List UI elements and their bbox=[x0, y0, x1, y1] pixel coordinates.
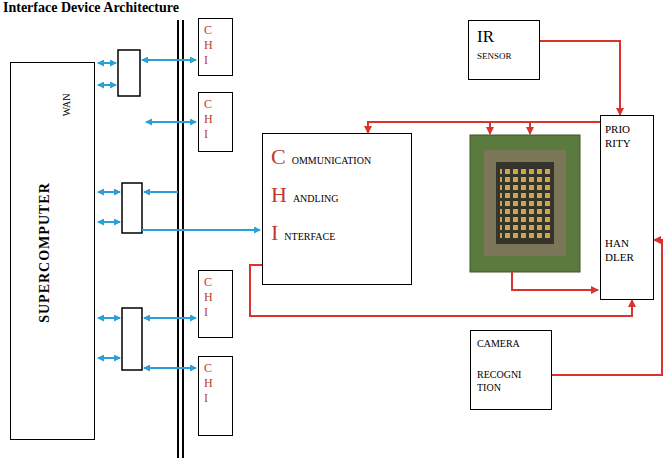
node-title: SUPERCOMPUTER bbox=[36, 63, 52, 441]
node-label: C H I bbox=[204, 23, 216, 68]
initial-letter: C bbox=[271, 144, 286, 170]
chi-box: C H I bbox=[198, 356, 233, 436]
label-text: NTERFACE bbox=[284, 231, 335, 242]
label-row: H ANDLING bbox=[271, 182, 411, 208]
chi-box: C H I bbox=[198, 270, 233, 338]
priority-handler-box: PRIO RITY HAN DLER bbox=[600, 115, 654, 300]
node-subtitle: WAN bbox=[60, 63, 71, 441]
chi-box: C H I bbox=[198, 18, 233, 76]
processor-chip bbox=[470, 135, 580, 272]
node-label: C H I bbox=[204, 275, 216, 320]
label-row: I NTERFACE bbox=[271, 220, 411, 246]
label-text: OMMUNICATION bbox=[292, 155, 371, 166]
label-text: ANDLING bbox=[293, 193, 339, 204]
supercomputer-box: SUPERCOMPUTER WAN bbox=[10, 62, 95, 440]
bus-line bbox=[177, 20, 179, 458]
initial-letter: H bbox=[271, 182, 287, 208]
node-label: HAN DLER bbox=[605, 236, 647, 264]
node-label: CAMERA bbox=[477, 337, 533, 350]
node-label: RECOGNI TION bbox=[477, 368, 533, 394]
signal-arrow bbox=[368, 122, 600, 133]
port-box bbox=[122, 308, 142, 370]
chi-box: C H I bbox=[198, 92, 233, 152]
initial-letter: I bbox=[271, 220, 278, 246]
camera-box: CAMERA RECOGNI TION bbox=[470, 330, 552, 410]
node-label: IR bbox=[477, 27, 539, 47]
diagram-title: Interface Device Architecture bbox=[3, 0, 179, 16]
signal-arrow bbox=[540, 41, 620, 115]
blue-arrows bbox=[98, 60, 260, 368]
bus-line bbox=[182, 20, 184, 458]
node-label: PRIO RITY bbox=[605, 122, 647, 150]
node-label: SENSOR bbox=[477, 51, 539, 61]
interface-box: C OMMUNICATION H ANDLING I NTERFACE bbox=[262, 133, 412, 285]
node-label: C H I bbox=[204, 361, 216, 406]
sensor-box: IR SENSOR bbox=[468, 20, 540, 80]
port-box bbox=[122, 183, 142, 233]
label-row: C OMMUNICATION bbox=[271, 144, 411, 170]
chip-wires bbox=[490, 122, 598, 290]
node-label: C H I bbox=[204, 97, 216, 142]
port-box bbox=[118, 50, 140, 96]
rotated-label: SUPERCOMPUTER WAN bbox=[11, 63, 96, 441]
